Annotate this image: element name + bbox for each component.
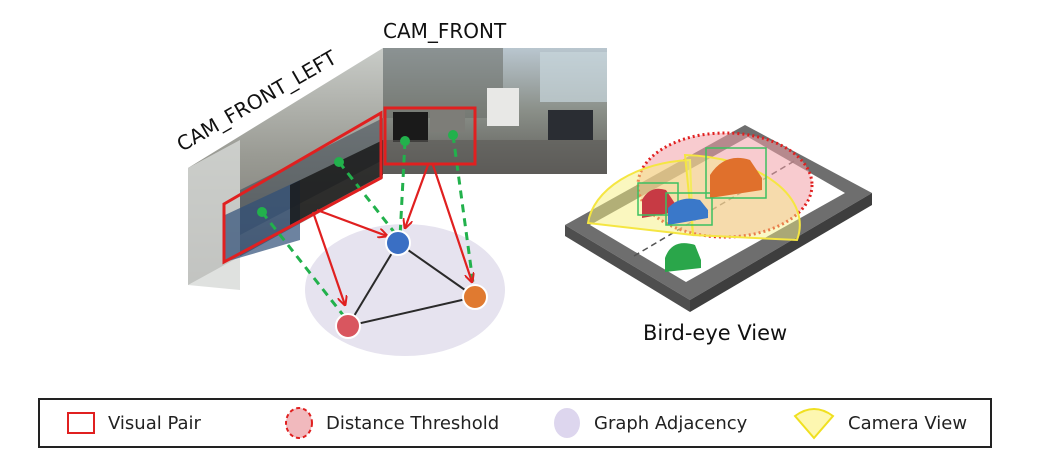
graph-node-orange	[462, 284, 488, 310]
graph-node-blue	[385, 230, 411, 256]
legend-item-camera-view: Camera View	[792, 400, 967, 446]
legend-label: Graph Adjacency	[594, 412, 748, 434]
visual-pair-arrows	[311, 164, 472, 305]
visual-pair-box-front	[383, 106, 477, 166]
legend-item-visual-pair: Visual Pair	[66, 400, 201, 446]
graph-edges	[347, 242, 476, 327]
legend-label: Visual Pair	[108, 412, 201, 434]
detection-points	[257, 130, 458, 217]
legend-label: Camera View	[848, 412, 968, 434]
yellow-sector-icon	[793, 408, 835, 440]
bev-vehicle-ego-green	[665, 243, 701, 272]
cam-front-label: CAM_FRONT	[383, 19, 507, 43]
bev-vehicle-orange	[710, 157, 762, 198]
legend-item-graph-adjacency: Graph Adjacency	[552, 400, 747, 446]
projection-lines	[260, 134, 476, 321]
cam-front-left-image	[188, 48, 383, 290]
graph-node-red	[335, 313, 361, 339]
bev-vehicle-red	[642, 188, 676, 218]
legend: Visual Pair Distance Threshold Graph Adj…	[38, 398, 992, 448]
bird-eye-view-label: Bird-eye View	[643, 321, 787, 345]
lavender-circle-icon	[554, 408, 580, 438]
visual-pair-box-left	[222, 110, 383, 265]
legend-label: Distance Threshold	[326, 412, 500, 434]
cam-front-image	[383, 48, 607, 174]
bev-vehicle-blue	[668, 198, 708, 225]
legend-item-distance-threshold: Distance Threshold	[284, 400, 499, 446]
red-rectangle-icon	[67, 412, 95, 434]
dashed-red-circle-icon	[285, 407, 313, 439]
bird-eye-view	[565, 125, 872, 312]
